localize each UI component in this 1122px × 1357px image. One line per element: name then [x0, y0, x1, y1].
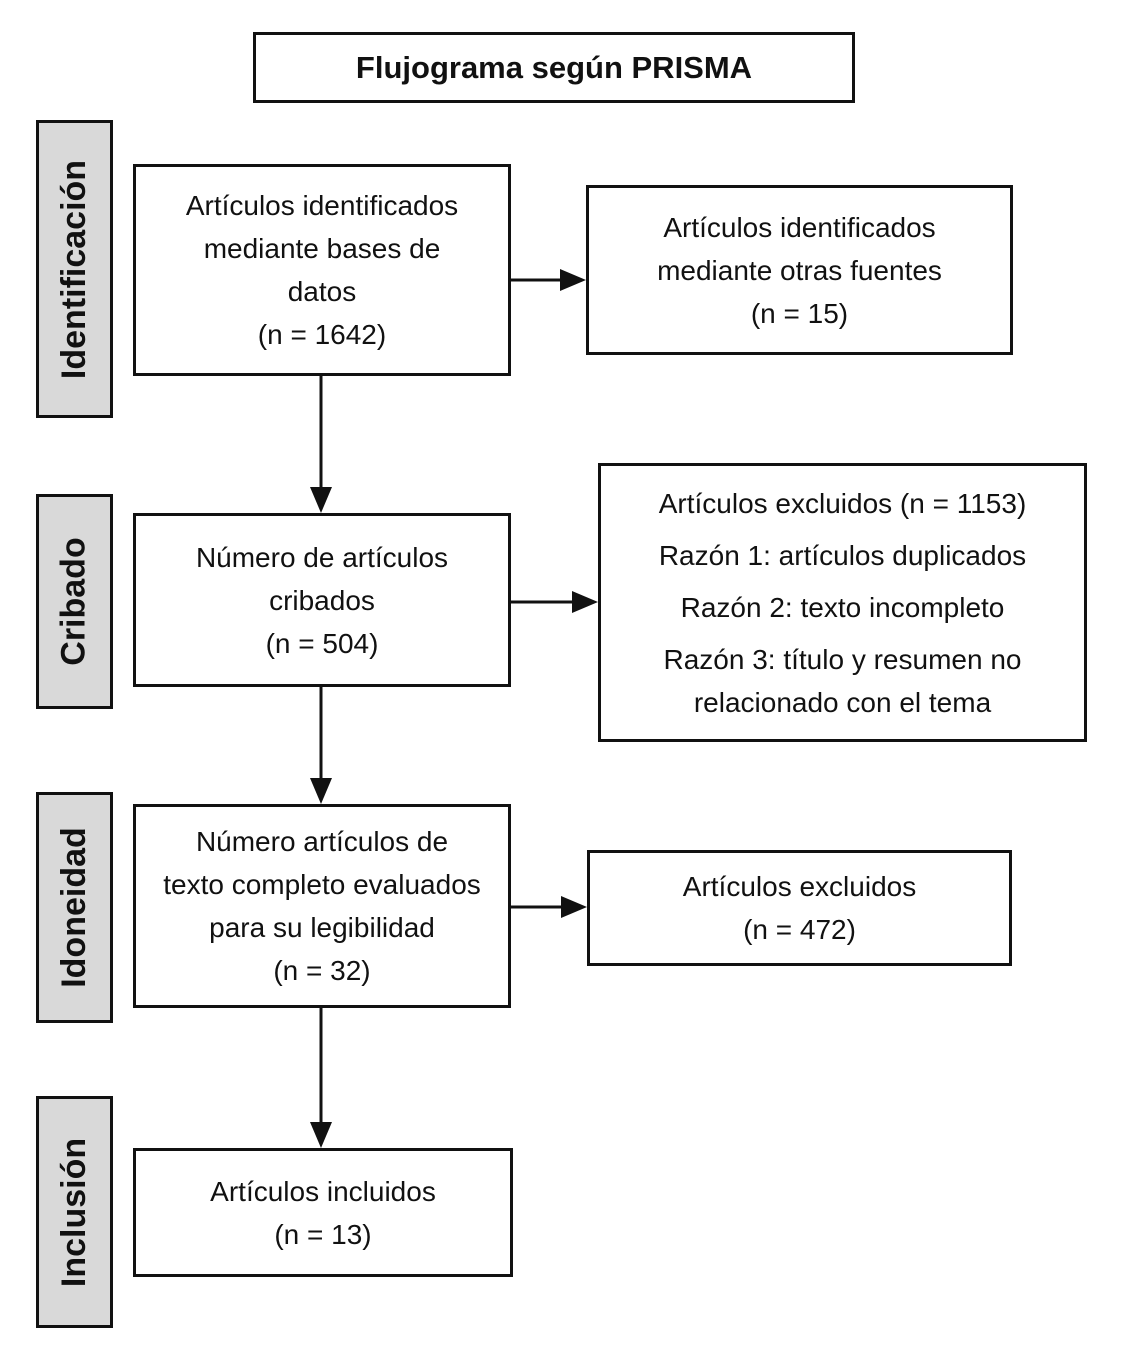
stage-inclusion: Inclusión — [36, 1096, 113, 1328]
stage-screening: Cribado — [36, 494, 113, 709]
excluded-reason-2: Razón 2: texto incompleto — [680, 591, 1005, 623]
flowchart-title: Flujograma según PRISMA — [355, 49, 753, 85]
stage-eligibility: Idoneidad — [36, 792, 113, 1023]
box-screened-text: Número de artículos cribados (n = 504) — [195, 541, 449, 659]
excluded-reason-3: Razón 3: título y resumen no relacionado… — [663, 643, 1022, 718]
arrow-fulltext-to-excluded — [511, 896, 587, 918]
box-included: Artículos incluidos (n = 13) — [133, 1148, 513, 1277]
box-fulltext-assessed-text: Número artículos de texto completo evalu… — [163, 826, 481, 986]
box-screening-excluded: Artículos excluidos (n = 1153) Razón 1: … — [598, 463, 1087, 742]
box-fulltext-excluded-text: Artículos excluidos (n = 472) — [682, 871, 917, 945]
box-identified-other-sources-text: Artículos identificados mediante otras f… — [657, 211, 942, 329]
stage-eligibility-label: Idoneidad — [55, 827, 93, 988]
arrow-screened-to-excluded — [511, 591, 598, 613]
arrow-identified-to-other-sources — [511, 269, 586, 291]
arrow-identified-to-screened — [310, 376, 332, 513]
box-identified-databases: Artículos identificados mediante bases d… — [133, 164, 511, 376]
stage-screening-label: Cribado — [55, 537, 94, 666]
box-screening-excluded-text: Artículos excluidos (n = 1153) Razón 1: … — [659, 482, 1027, 724]
box-screened: Número de artículos cribados (n = 504) — [133, 513, 511, 687]
stage-inclusion-label: Inclusión — [55, 1137, 94, 1287]
box-identified-databases-text: Artículos identificados mediante bases d… — [185, 190, 459, 350]
box-fulltext-excluded: Artículos excluidos (n = 472) — [587, 850, 1012, 966]
excluded-reason-1: Razón 1: artículos duplicados — [658, 539, 1027, 571]
box-identified-other-sources: Artículos identificados mediante otras f… — [586, 185, 1013, 355]
flowchart-title-box: Flujograma según PRISMA — [253, 32, 855, 103]
excluded-header-line: Artículos excluidos (n = 1153) — [658, 487, 1027, 519]
box-included-text: Artículos incluidos (n = 13) — [210, 1175, 436, 1250]
stage-identification-label: Identificación — [55, 159, 94, 379]
stage-identification: Identificación — [36, 120, 113, 418]
arrow-screened-to-fulltext — [310, 687, 332, 804]
box-fulltext-assessed: Número artículos de texto completo evalu… — [133, 804, 511, 1008]
arrow-fulltext-to-included — [310, 1008, 332, 1148]
